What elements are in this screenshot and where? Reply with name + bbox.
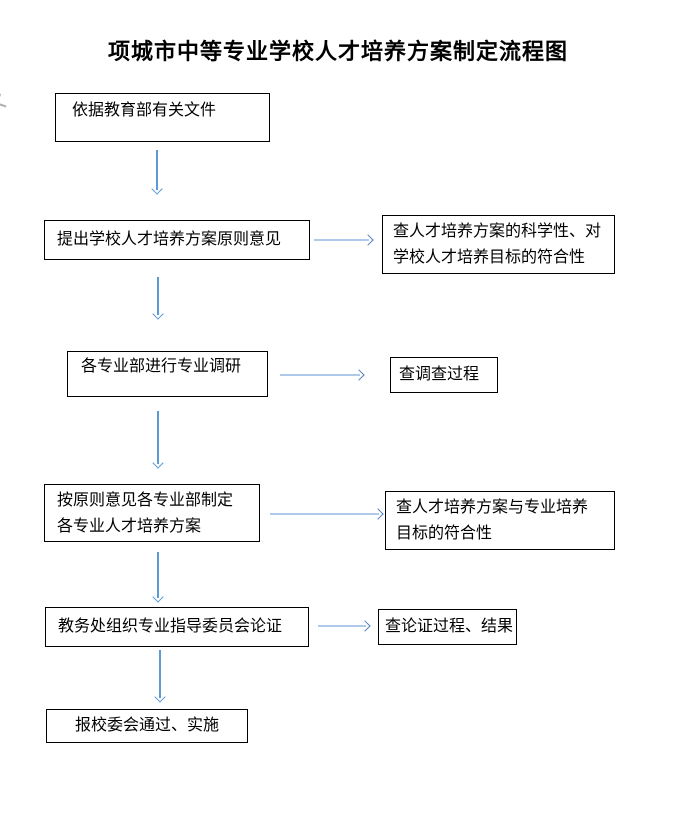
arrow-head xyxy=(151,308,164,320)
arrow-right-icon xyxy=(280,369,365,381)
flow-node-step6: 报校委会通过、实施 xyxy=(46,709,248,743)
arrow-head xyxy=(151,457,164,469)
arrow-shaft xyxy=(270,513,379,515)
arrow-head xyxy=(353,369,365,381)
flow-node-step2: 提出学校人才培养方案原则意见 xyxy=(44,220,310,260)
cursor-artifact xyxy=(0,93,10,108)
flow-node-check4: 查人才培养方案与专业培养 目标的符合性 xyxy=(385,491,615,550)
arrow-head xyxy=(151,591,164,603)
flow-node-step1: 依据教育部有关文件 xyxy=(55,93,270,142)
flow-node-label: 依据教育部有关文件 xyxy=(72,102,217,119)
flow-node-step3: 各专业部进行专业调研 xyxy=(67,351,268,397)
flow-node-label: 教务处组织专业指导委员会论证 xyxy=(58,618,283,635)
flow-node-label: 报校委会通过、实施 xyxy=(74,717,219,734)
arrow-shaft xyxy=(157,411,159,464)
arrow-right-icon xyxy=(318,620,371,632)
flow-node-label: 查调查过程 xyxy=(399,366,480,383)
arrow-right-icon xyxy=(270,508,384,520)
arrow-shaft xyxy=(280,374,360,376)
flow-node-label: 提出学校人才培养方案原则意见 xyxy=(57,231,282,248)
flow-node-label: 查论证过程、结果 xyxy=(385,618,514,635)
flow-node-step4: 按原则意见各专业部制定 各专业人才培养方案 xyxy=(44,484,260,542)
flow-node-label: 各专业部进行专业调研 xyxy=(81,358,242,375)
arrow-down-icon xyxy=(151,411,164,469)
arrow-shaft xyxy=(318,625,366,627)
arrow-head xyxy=(150,183,163,195)
arrow-shaft xyxy=(314,239,369,241)
page-title: 项城市中等专业学校人才培养方案制定流程图 xyxy=(107,39,568,64)
arrow-down-icon xyxy=(151,552,164,603)
flow-node-label: 按原则意见各专业部制定 各专业人才培养方案 xyxy=(57,492,234,535)
arrow-shaft xyxy=(157,277,159,315)
flow-node-check3: 查调查过程 xyxy=(390,357,498,393)
arrow-shaft xyxy=(157,552,159,598)
flow-node-check2: 查人才培养方案的科学性、对 学校人才培养目标的符合性 xyxy=(382,215,615,274)
arrow-down-icon xyxy=(151,277,164,320)
flow-node-label: 查人才培养方案的科学性、对 学校人才培养目标的符合性 xyxy=(393,223,602,266)
arrow-shaft xyxy=(156,150,158,190)
arrow-head xyxy=(153,691,166,703)
flow-node-label: 查人才培养方案与专业培养 目标的符合性 xyxy=(396,499,589,542)
arrow-shaft xyxy=(159,650,161,698)
arrow-down-icon xyxy=(150,150,163,195)
arrow-head xyxy=(362,234,374,246)
arrow-head xyxy=(359,620,371,632)
flow-node-step5: 教务处组织专业指导委员会论证 xyxy=(45,607,309,647)
arrow-head xyxy=(372,508,384,520)
flow-node-check5: 查论证过程、结果 xyxy=(378,609,517,645)
arrow-down-icon xyxy=(153,650,166,703)
arrow-right-icon xyxy=(314,234,374,246)
